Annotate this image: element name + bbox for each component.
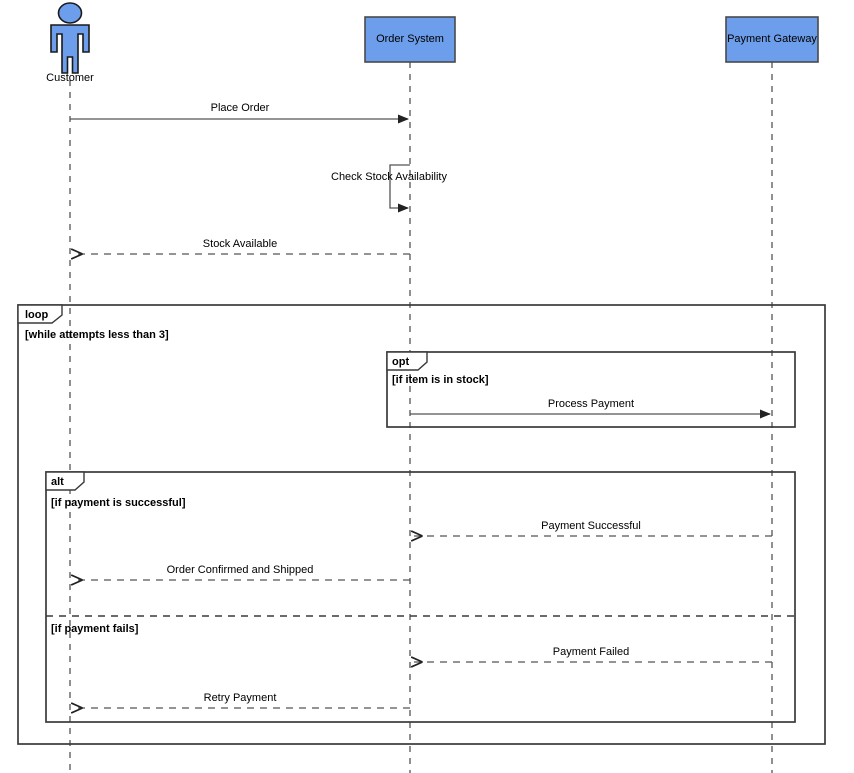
participant-boxes-group: [364, 16, 819, 63]
fragment-loop-border: [17, 304, 826, 745]
fragment-kind-loop: loop: [25, 309, 49, 321]
actor-label-customer: Customer: [46, 72, 94, 84]
message-label-stock-available: Stock Available: [202, 238, 278, 250]
fragment-opt-border: [386, 351, 796, 428]
participant-box-order-system[interactable]: [364, 16, 456, 63]
message-label-payment-failed: Payment Failed: [552, 646, 630, 658]
message-label-retry-payment: Retry Payment: [203, 692, 277, 704]
actor-head-icon: [57, 2, 83, 24]
participant-box-payment-gateway[interactable]: [725, 16, 819, 63]
fragment-guard-alt-primary: [if payment is successful]: [51, 497, 186, 509]
message-label-process-payment: Process Payment: [547, 398, 635, 410]
message-label-order-confirmed-and-shipped: Order Confirmed and Shipped: [166, 564, 314, 576]
fragment-opt[interactable]: [386, 351, 796, 428]
fragment-kind-alt: alt: [51, 476, 64, 488]
fragment-kind-opt: opt: [392, 356, 410, 368]
fragment-alt[interactable]: [45, 471, 796, 723]
fragment-guard-alt-secondary: [if payment fails]: [51, 623, 139, 635]
fragment-guard-loop: [while attempts less than 3]: [25, 329, 169, 341]
actor-body-icon: [50, 24, 90, 74]
fragment-loop-tab: [17, 304, 63, 324]
message-label-check-stock-availability: Check Stock Availability: [331, 171, 447, 183]
fragment-guard-opt: [if item is in stock]: [392, 374, 489, 386]
actor-customer-figure[interactable]: [50, 2, 90, 74]
messages-group: [70, 114, 772, 708]
participant-label-order-system: Order System: [376, 33, 444, 45]
message-label-place-order: Place Order: [210, 102, 270, 114]
lifelines-group: [69, 62, 773, 773]
message-arrow-check-stock-availability[interactable]: [389, 164, 410, 213]
fragment-alt-border: [45, 471, 796, 723]
fragment-opt-tab: [386, 351, 428, 371]
fragment-loop[interactable]: [17, 304, 826, 745]
participant-label-payment-gateway: Payment Gateway: [727, 33, 817, 45]
fragment-alt-tab: [45, 471, 85, 491]
message-label-payment-successful: Payment Successful: [541, 520, 641, 532]
